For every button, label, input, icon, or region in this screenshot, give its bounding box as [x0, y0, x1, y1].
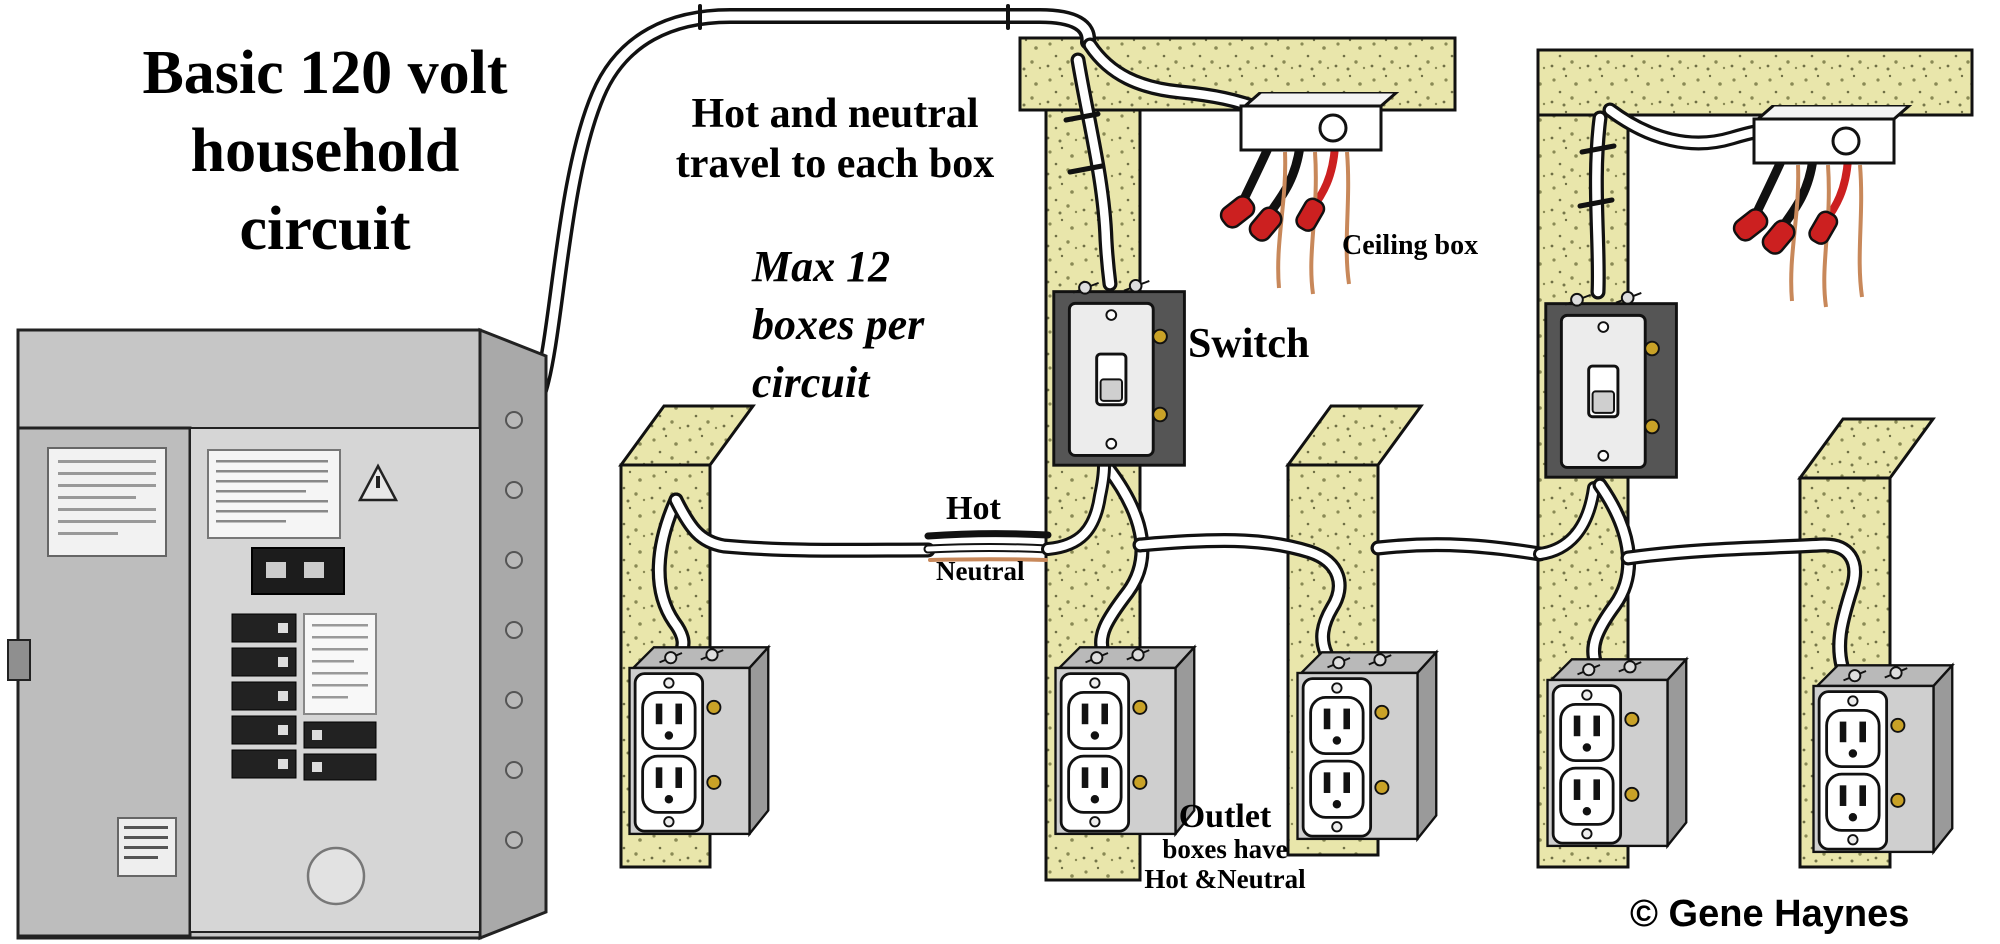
outlet-note-line-2: boxes have [1162, 834, 1288, 865]
title-line-1: Basic 120 volt [142, 39, 508, 107]
door-label [47, 447, 167, 557]
outlet-5 [1812, 663, 1954, 854]
hot-label: Hot [946, 490, 1001, 527]
neutral-conductor [925, 545, 1051, 552]
circuit-directory-label [303, 613, 377, 715]
main-breaker [251, 547, 345, 595]
breaker-panel [7, 327, 548, 941]
hot-conductor [924, 530, 1052, 540]
outlet-note-line-1: Outlet [1178, 798, 1272, 835]
door-latch [7, 639, 31, 681]
panel-knockouts [505, 411, 523, 849]
outlet-note-line-3: Hot &Neutral [1144, 864, 1306, 895]
cable-staple [1577, 197, 1615, 209]
outlet-note: Outlet boxes have Hot &Neutral [1122, 798, 1328, 895]
switch-2 [1544, 290, 1678, 479]
interior-label [207, 449, 341, 539]
door-sticker-lines [124, 826, 168, 859]
panel-knockout-round [306, 846, 366, 906]
cable-staple [1063, 111, 1101, 123]
copyright: © Gene Haynes [1630, 893, 1910, 935]
neutral-label: Neutral [936, 556, 1025, 586]
title-line-3: circuit [239, 195, 411, 264]
ground-conductor [928, 557, 1048, 562]
outlet-4 [1546, 657, 1688, 848]
ceiling-box-2 [1730, 105, 1910, 307]
title-line-2: household [190, 117, 460, 186]
breaker-column-left [231, 613, 297, 779]
door-label-lines [58, 460, 156, 535]
switch-label: Switch [1188, 321, 1310, 367]
max-note-line-1: Max 12 [752, 242, 891, 291]
cable-staple [1067, 163, 1105, 175]
travel-note-line-1: Hot and neutral [691, 91, 979, 137]
switch-1 [1052, 278, 1186, 467]
max-note-line-3: circuit [752, 358, 870, 408]
interior-label-lines [216, 460, 328, 523]
travel-note: Hot and neutral travel to each box [630, 90, 1040, 189]
ceiling-box-label: Ceiling box [1342, 230, 1479, 261]
outlet-1 [628, 645, 770, 836]
travel-note-line-2: travel to each box [675, 140, 995, 187]
max-boxes-note: Max 12 boxes per circuit [752, 238, 1052, 412]
cable-runs [532, 4, 1863, 674]
circuit-directory-lines [312, 624, 368, 699]
breaker-column-right [303, 721, 377, 781]
max-note-line-2: boxes per [752, 300, 925, 350]
ceiling-box-1 [1217, 92, 1397, 294]
cable-staple [1579, 143, 1617, 155]
page-title: Basic 120 volt household circuit [88, 34, 562, 268]
